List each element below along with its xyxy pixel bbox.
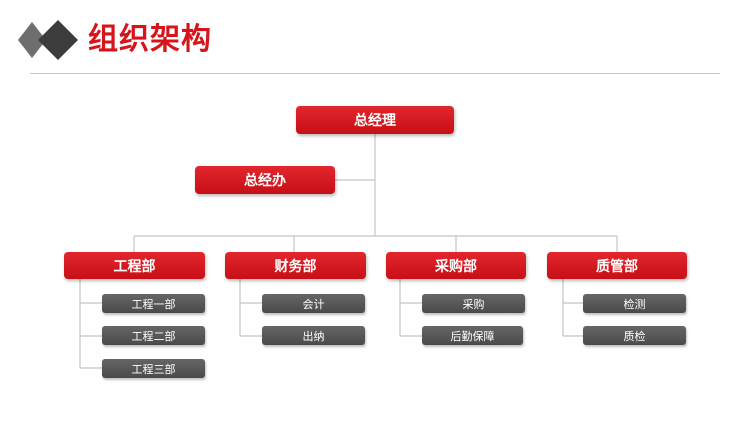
unit-quality-inspection: 质检 [583,326,686,345]
department-procurement: 采购部 [386,252,526,279]
unit-engineering-2: 工程二部 [102,326,205,345]
unit-testing: 检测 [583,294,686,313]
unit-logistics: 后勤保障 [422,326,523,345]
page-title: 组织架构 [88,22,212,57]
unit-accounting: 会计 [262,294,365,313]
double-diamond-icon [18,20,78,60]
unit-engineering-3: 工程三部 [102,359,205,378]
general-office-node: 总经办 [195,166,335,194]
department-engineering: 工程部 [64,252,205,279]
unit-purchasing: 采购 [422,294,525,313]
unit-cashier: 出纳 [262,326,365,345]
department-finance: 财务部 [225,252,366,279]
department-quality: 质管部 [547,252,687,279]
unit-engineering-1: 工程一部 [102,294,205,313]
ceo-node: 总经理 [296,106,454,134]
title-divider [30,73,720,74]
